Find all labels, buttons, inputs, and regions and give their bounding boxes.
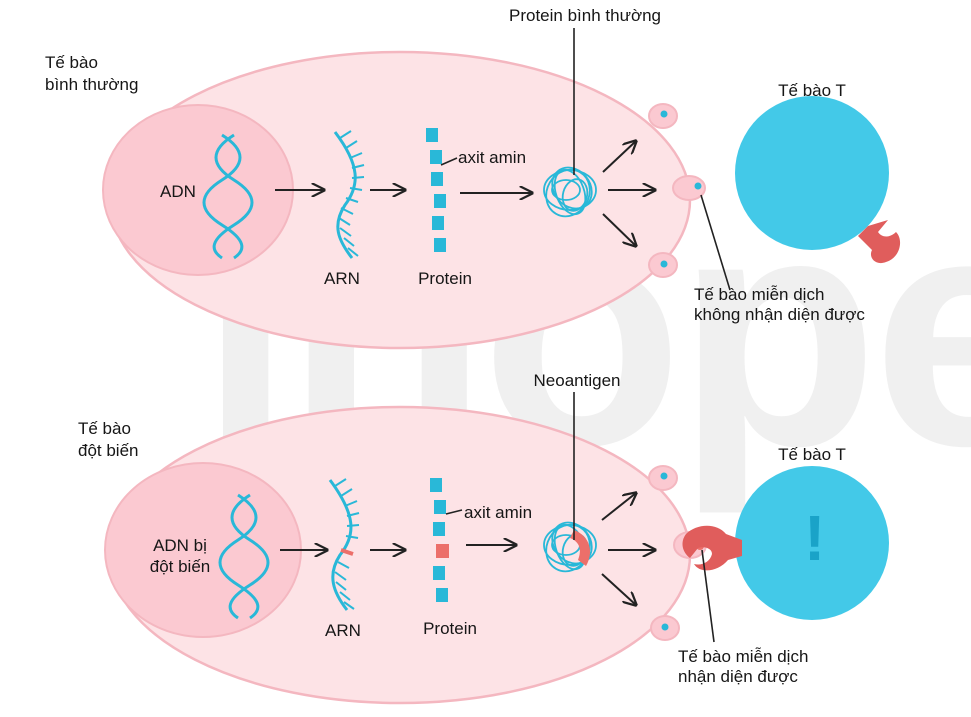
mutated-dna-helix-icon bbox=[218, 493, 270, 620]
rna-label: ARN bbox=[324, 269, 360, 288]
normal-cell-nucleus bbox=[102, 104, 294, 276]
rna-label-bottom: ARN bbox=[325, 621, 361, 640]
normal-cell-label-line2: bình thường bbox=[45, 75, 139, 94]
alert-icon: ! bbox=[804, 502, 826, 574]
not-recognized-line1: Tế bào miễn dịch bbox=[694, 285, 825, 304]
protein-label-bottom: Protein bbox=[423, 619, 477, 638]
neoantigen-mutation-mark bbox=[570, 530, 590, 566]
t-cell-label-top: Tế bào T bbox=[778, 81, 846, 100]
mutant-cell-label-line2: đột biến bbox=[78, 441, 139, 460]
mutated-dna-label-line1: ADN bị bbox=[153, 536, 207, 555]
normal-protein-label: Protein bình thường bbox=[508, 6, 662, 25]
not-recognized-line2: không nhận diện được bbox=[694, 305, 865, 324]
folded-protein-icon bbox=[543, 166, 597, 218]
t-cell-label-bottom: Tế bào T bbox=[778, 445, 846, 464]
protein-chain-icon bbox=[426, 128, 446, 252]
t-cell-receptor-bound bbox=[682, 525, 742, 571]
top-panel bbox=[102, 28, 901, 350]
recognized-line2: nhận diện được bbox=[678, 667, 798, 686]
t-cell-receptor-top bbox=[858, 220, 901, 264]
flow-arrows bbox=[275, 141, 655, 246]
dna-label: ADN bbox=[160, 182, 196, 201]
protein-label: Protein bbox=[418, 269, 472, 288]
rna-ticks-bottom bbox=[334, 478, 360, 610]
recognized-line1: Tế bào miễn dịch bbox=[678, 647, 809, 666]
amino-acid-label-bottom: axit amin bbox=[464, 503, 533, 522]
flow-arrows-bottom bbox=[280, 493, 655, 605]
surface-antigen-marks bbox=[660, 110, 702, 268]
t-cell-bottom bbox=[735, 466, 889, 620]
mutated-protein-chain-icon bbox=[430, 478, 449, 602]
mutant-cell-label-line1: Tế bào bbox=[78, 419, 131, 438]
surface-antigen-marks-bottom bbox=[660, 472, 669, 631]
rna-strand-icon bbox=[333, 131, 357, 259]
t-cell-top bbox=[735, 96, 889, 250]
neoantigen-label: Neoantigen bbox=[533, 371, 621, 390]
dna-helix-icon bbox=[202, 133, 254, 260]
surface-bumps bbox=[648, 103, 706, 278]
normal-cell-label-line1: Tế bào bbox=[45, 53, 98, 72]
mutated-dna-label-line2: đột biến bbox=[149, 557, 211, 576]
rna-ticks bbox=[338, 130, 365, 257]
bottom-panel bbox=[104, 392, 889, 705]
amino-acid-label: axit amin bbox=[458, 148, 527, 167]
